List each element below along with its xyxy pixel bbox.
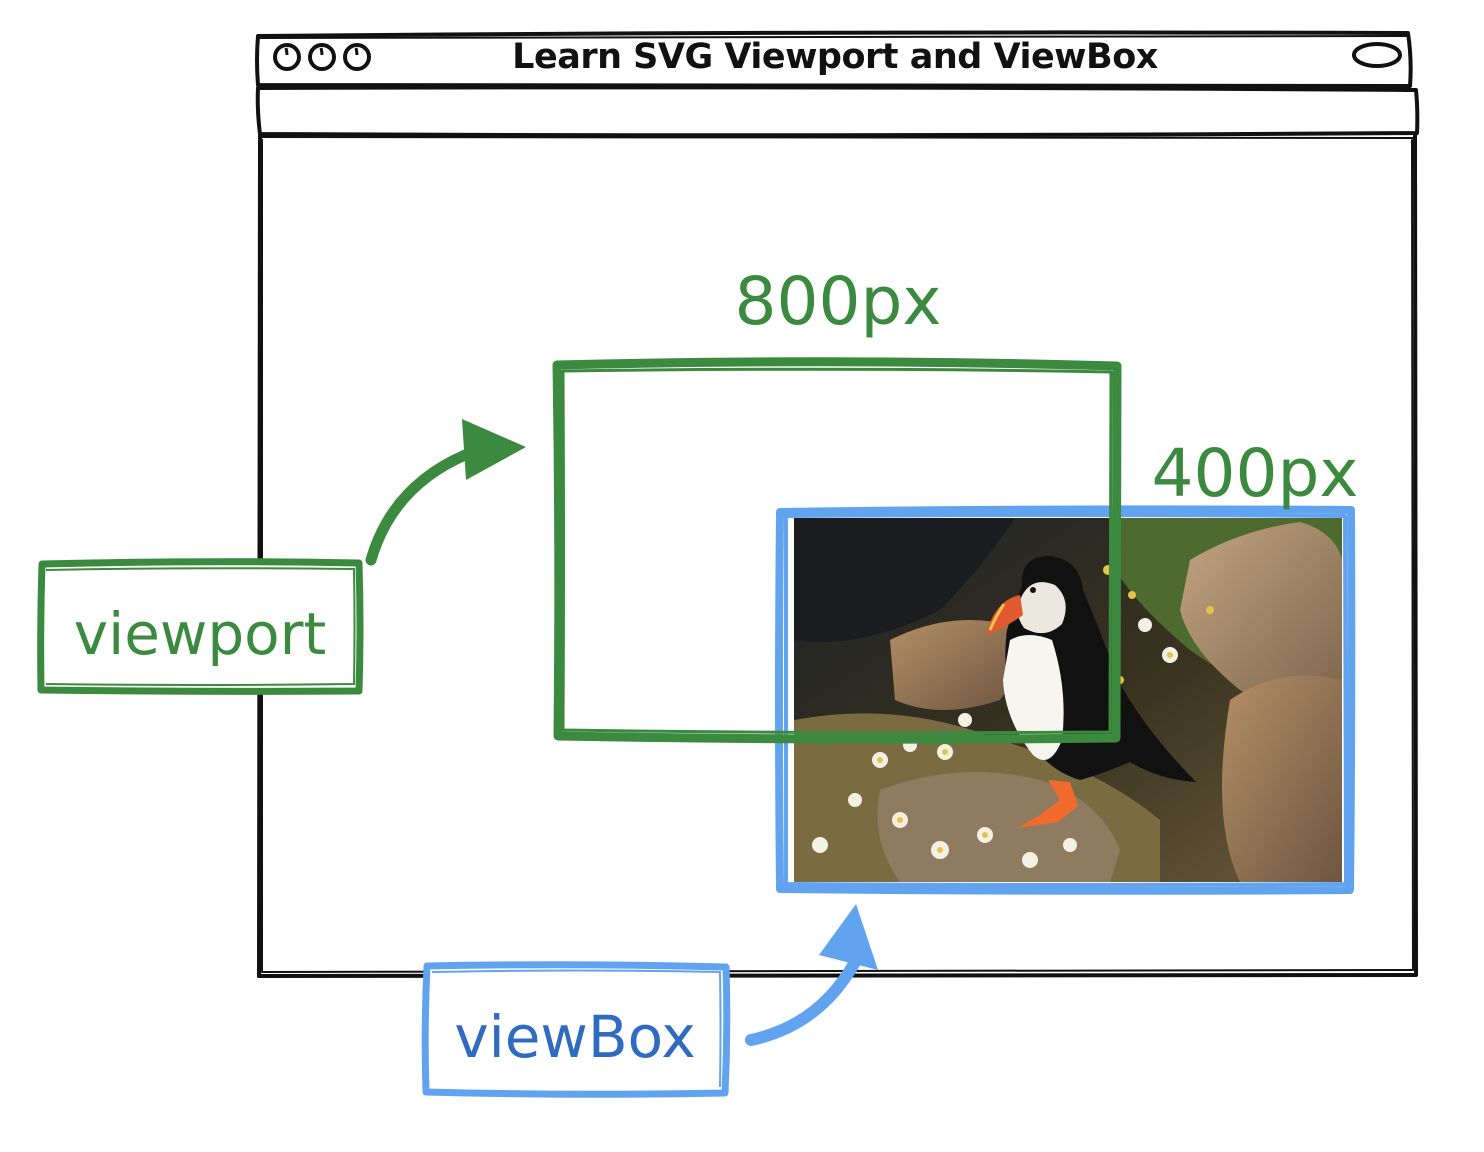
viewbox-arrow-icon xyxy=(745,904,878,1046)
minimize-window-icon[interactable] xyxy=(308,43,336,71)
window-controls xyxy=(273,42,1402,71)
width-label: 800px xyxy=(735,263,942,340)
close-window-icon[interactable] xyxy=(273,43,301,71)
viewport-frame xyxy=(552,357,1122,744)
viewport-label-box: viewport xyxy=(37,558,364,695)
maximize-window-icon[interactable] xyxy=(343,43,371,71)
viewbox-label-box: viewBox xyxy=(421,961,731,1098)
window-title: Learn SVG Viewport and ViewBox xyxy=(512,37,1159,77)
viewport-arrow-icon xyxy=(365,419,526,566)
window-menu-icon[interactable] xyxy=(1352,42,1402,68)
puffin-icon xyxy=(986,556,1196,828)
puffin-photo xyxy=(794,518,1342,882)
viewbox-frame xyxy=(775,505,1356,895)
height-label: 400px xyxy=(1152,435,1359,512)
viewbox-label: viewBox xyxy=(454,1003,695,1071)
viewport-label: viewport xyxy=(74,600,326,668)
